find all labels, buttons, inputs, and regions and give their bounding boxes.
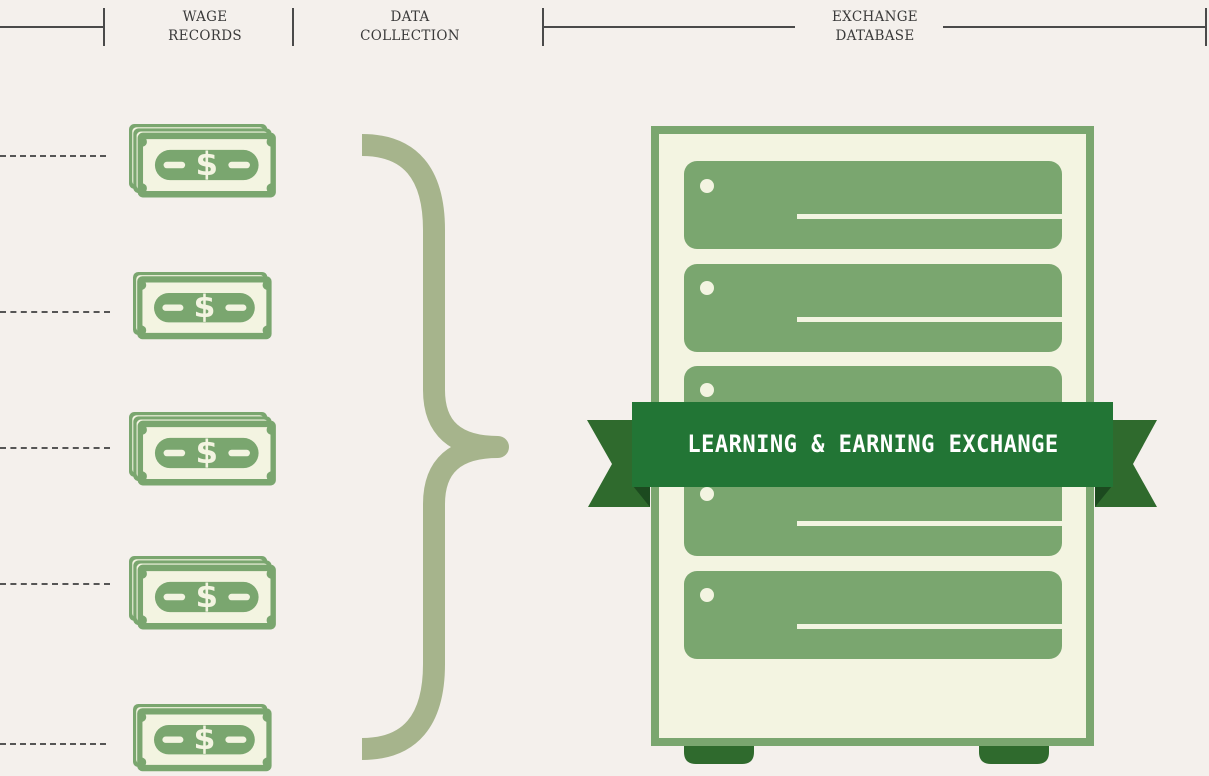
header-exchange-line2: DATABASE [835,28,915,44]
money-stack-icon: $ [133,704,272,772]
header-exchange-line1: EXCHANGE [832,9,918,25]
money-stack-icon: $ [133,272,272,340]
header-exchange-database: EXCHANGE DATABASE [800,8,950,46]
header-tick [542,8,544,46]
header-data-line1: DATA [390,9,430,25]
header-rule-exchange-right [943,26,1207,28]
header-tick [292,8,294,46]
money-stack-icon: $ [129,556,276,630]
connector-line [0,155,106,157]
dollar-sign: $ [195,577,218,615]
curly-brace-icon [361,134,509,760]
connector-line [0,743,106,745]
ribbon-banner-icon [587,402,1157,507]
dollar-sign: $ [193,721,215,757]
header-wage-line1: WAGE [182,9,228,25]
server-drawer [684,571,1062,659]
server-drawer [684,468,1062,556]
connector-line [0,583,110,585]
header-data-line2: COLLECTION [360,28,460,44]
connector-line [0,311,110,313]
header-wage-line2: RECORDS [168,28,242,44]
header-tick [1205,8,1207,46]
header-wage-records: WAGE RECORDS [140,8,270,46]
dollar-sign: $ [195,433,218,471]
money-stack-icon: $ [129,124,276,198]
header-tick [103,8,105,46]
header-rule-left [0,26,103,28]
money-stack-icon: $ [129,412,276,486]
header-rule-exchange-left [543,26,795,28]
server-drawer [684,161,1062,249]
header-data-collection: DATA COLLECTION [350,8,470,46]
banner-title: LEARNING & EARNING EXCHANGE [687,430,1059,458]
dollar-sign: $ [195,145,218,183]
connector-line [0,447,110,449]
dollar-sign: $ [193,289,215,325]
server-drawer [684,264,1062,352]
